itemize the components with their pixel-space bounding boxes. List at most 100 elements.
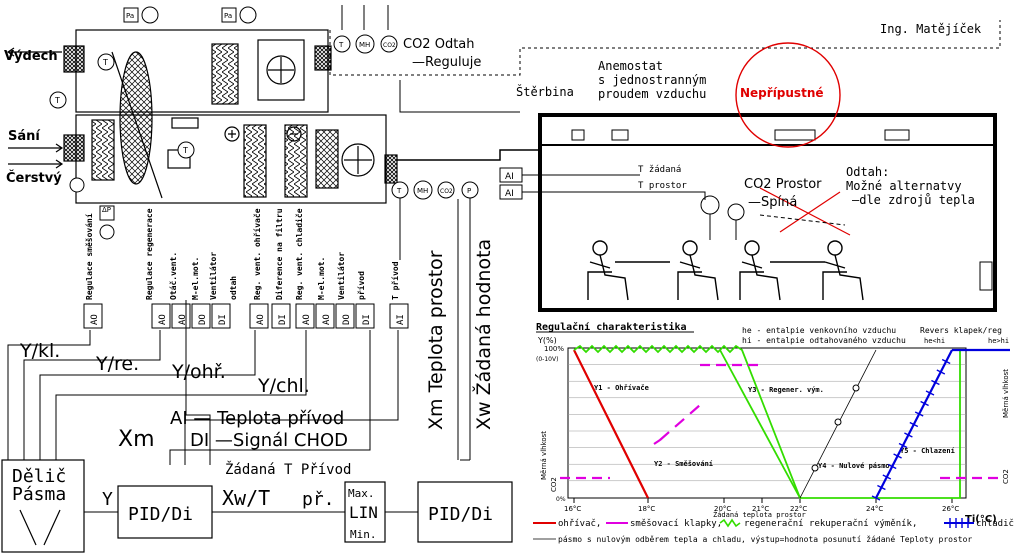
nepripustne-circle (735, 42, 841, 148)
filter-return (314, 45, 332, 71)
y-chl-label: Y/chl. (257, 375, 310, 397)
ai-box-1: AI (505, 172, 514, 182)
pr-label: př. (302, 489, 335, 510)
regen-slope (719, 349, 801, 499)
ahu-sensor-labels: Pa Pa ΔP T T T (54, 12, 232, 214)
temp-sensor-3 (69, 177, 85, 193)
filter-supply (384, 154, 398, 184)
chart-y-range: (0-10V) (536, 356, 558, 363)
pid2-label: PID/Di (428, 504, 493, 525)
temp-sensor-1 (97, 53, 115, 71)
sterbina-label: Štěrbina (516, 84, 574, 99)
x-tick-label: 22°C (790, 505, 807, 513)
chart-he: he - entalpie venkovního vzduchu (742, 326, 896, 335)
air-arrows (6, 47, 64, 169)
xm-teplota-prostor: Xm Teplota prostor (425, 250, 447, 430)
people (587, 240, 864, 301)
chart-y3: Y3 - Regener. vým. (748, 386, 824, 394)
odtah-co2: CO2 (383, 42, 396, 49)
chart-revers: Revers klapek/reg (920, 326, 1002, 335)
pid2-block (417, 481, 513, 543)
chart-zadana-tp: Žádaná teplota prostor (713, 510, 806, 519)
regulation-chart: Regulační charakteristika Y(%) 100% (0-1… (536, 321, 1010, 525)
t-prostor-label: T prostor (638, 181, 687, 191)
co2-odtah-sensors: T MH CO2 (338, 41, 396, 49)
chart-hi: hi - entalpie odtahovaného vzduchu (742, 335, 906, 345)
cooler-tick (887, 463, 897, 470)
pressure-sensor-2 (221, 7, 237, 23)
cooler-tick (941, 358, 951, 365)
vydech-label: Výdech (4, 49, 58, 64)
io-code-11: AI (396, 314, 406, 325)
io-code-8: AO (322, 314, 332, 325)
rs-mh: MH (417, 187, 428, 195)
cooler-tick (877, 484, 886, 491)
io-label-2: Otáč.vent. (168, 252, 178, 300)
io-box-8 (315, 303, 335, 329)
cooler-tick (893, 453, 902, 459)
legend-cooler: chladič (976, 518, 1014, 529)
control-blocks (1, 459, 513, 553)
chart-y-0: 0% (556, 496, 566, 503)
y-ohr-label: Y/ohř. (171, 361, 226, 383)
y-output-label: Y (102, 489, 113, 510)
xw-zadana-hodnota: Xw Žádaná hodnota (472, 239, 495, 430)
io-box-1 (151, 303, 171, 329)
io-label-10: Ventilátor (336, 252, 346, 300)
chart-y2: Y2 - Směšování (654, 460, 713, 468)
zero-band-marker (852, 384, 860, 392)
t-label-3: T (182, 146, 188, 155)
odtah-1: Odtah: (846, 165, 889, 179)
legend-heater: ohřívač, (558, 518, 601, 529)
rotary-heat-exchanger (119, 51, 153, 185)
anemostat-1: Anemostat (598, 59, 663, 73)
io-box-11 (389, 303, 409, 329)
room-sensor-labels: T MH CO2 P AI AI (396, 172, 514, 199)
io-code-5: AO (256, 314, 266, 325)
pressure-sensor-1 (123, 7, 139, 23)
delic-2: Pásma (12, 484, 66, 505)
cooler-tick (871, 495, 881, 501)
io-code-6: DI (278, 314, 288, 325)
chart-y1: Y1 - Ohřívače (594, 384, 649, 392)
co2-odtah-label: CO2 Odtah (403, 37, 475, 52)
io-label-1: Regulace regenerace (145, 208, 154, 300)
chart-co2-left: CO2 (550, 477, 558, 492)
io-label-0: Regulace směšování (84, 213, 94, 300)
zero-band-marker (834, 418, 842, 426)
io-box-4 (211, 303, 231, 329)
temp-sensor-outdoor (49, 91, 67, 109)
x-tick-label: 18°C (638, 505, 655, 513)
chart-legend: ohřívač, směšovací klapky, regenerační r… (533, 518, 1014, 544)
cooler-tick (909, 421, 919, 428)
odtah-2: Možné alternatvy (846, 179, 962, 193)
cooler-tick (914, 411, 924, 417)
heater-line (573, 349, 649, 499)
anemostat-2: s jednostranným (598, 73, 706, 87)
cooler-block (315, 129, 339, 189)
cooler-tick (936, 369, 946, 375)
io-label-11: přívod (357, 271, 366, 300)
xm-label: Xm (118, 427, 155, 452)
chart-y-label: Y(%) (537, 336, 557, 345)
x-tick-label: 26°C (942, 505, 959, 513)
mixing-coil (91, 119, 115, 181)
io-label-5: odtah (229, 276, 238, 300)
pa-label-1: Pa (126, 12, 134, 20)
chart-y-100: 100% (544, 345, 564, 353)
chart-x-unit: Ti(°C) (965, 514, 997, 525)
sani-label: Sání (8, 129, 41, 144)
io-box-7 (295, 303, 315, 329)
odtah-mh: MH (359, 41, 370, 49)
cooler-tick (882, 474, 892, 480)
x-tick-label: 20°C (714, 505, 731, 513)
io-box-0 (83, 303, 103, 329)
anemostat-3: proudem vzduchu (598, 87, 706, 101)
io-code-2: AO (178, 314, 188, 325)
reguluje-label: —Reguluje (412, 55, 481, 70)
lin-block (344, 481, 386, 543)
mixer-line (653, 404, 701, 445)
zero-band-marker (811, 464, 819, 472)
io-box-5 (249, 303, 269, 329)
co2-prostor-label: CO2 Prostor (744, 177, 822, 192)
